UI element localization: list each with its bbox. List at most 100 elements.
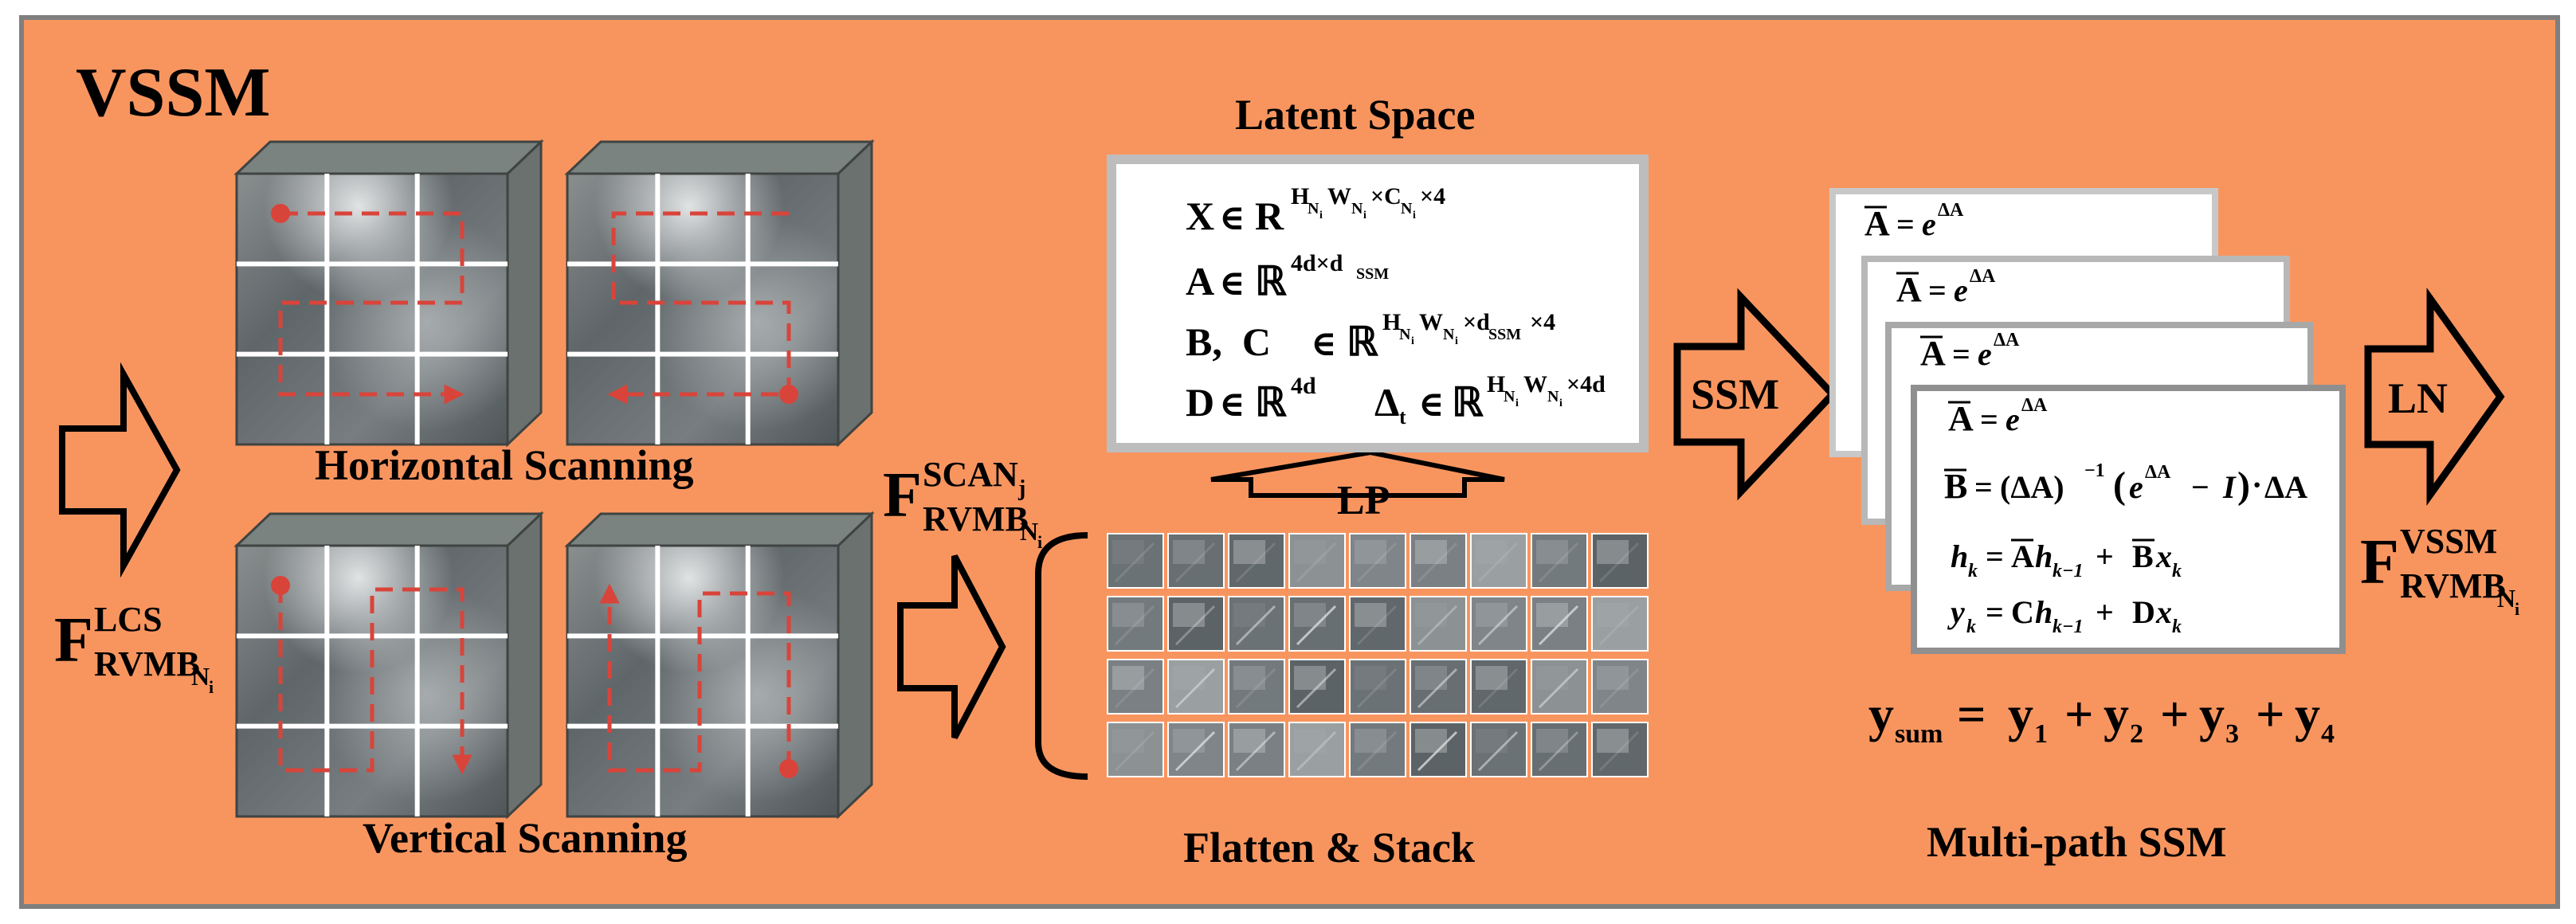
panel-title: VSSM — [76, 54, 271, 131]
svg-text:ℝ: ℝ — [1452, 380, 1484, 425]
image-patch — [1591, 596, 1649, 652]
svg-text:I: I — [2222, 469, 2237, 505]
svg-text:∈: ∈ — [1311, 324, 1337, 363]
svg-text:+: + — [2052, 686, 2106, 742]
svg-text:=: = — [1980, 401, 1998, 437]
svg-text:N: N — [191, 662, 210, 691]
svg-text:ℝ: ℝ — [1255, 259, 1287, 303]
svg-text:i: i — [1319, 209, 1323, 221]
image-patch — [1288, 533, 1346, 589]
svg-text:N: N — [2497, 584, 2515, 613]
svg-text:sum: sum — [1895, 719, 1943, 749]
svg-text:H: H — [1382, 309, 1401, 335]
scan-start-dot — [271, 576, 290, 595]
svg-text:i: i — [1515, 397, 1519, 409]
ssm-card-stack — [1829, 188, 2346, 654]
svg-text:RVMB: RVMB — [2400, 566, 2506, 605]
svg-text:B: B — [2132, 538, 2154, 574]
scan-to-stack-arrow — [897, 554, 1006, 739]
svg-text:×4: ×4 — [1530, 309, 1555, 335]
svg-text:B, C: B, C — [1186, 319, 1271, 364]
svg-text:N: N — [1399, 326, 1411, 343]
vertical-scan-cube-1 — [233, 511, 544, 820]
svg-text:h: h — [1951, 538, 1968, 574]
svg-text:k−1: k−1 — [2053, 617, 2084, 637]
image-patch — [1591, 533, 1649, 589]
svg-text:ΔA: ΔA — [1994, 330, 2020, 350]
svg-text:A: A — [1948, 399, 1974, 438]
lp-arrow — [1210, 449, 1505, 498]
svg-text:∈: ∈ — [1418, 385, 1445, 424]
scan-path — [278, 585, 472, 775]
ysum-equation: y sum = y 1 + y 2 + y 3 + y 4 — [1868, 686, 2335, 749]
svg-text:ℝ: ℝ — [1255, 380, 1287, 425]
latent-eq-bc: B, C ∈ ℝ H N i W N i ×d SSM ×4 — [1186, 309, 1555, 364]
svg-text:SSM: SSM — [1356, 265, 1389, 283]
svg-text:=: = — [1974, 469, 1993, 505]
svg-text:+: + — [2088, 538, 2122, 574]
latent-space-box — [1107, 155, 1649, 452]
svg-text:B: B — [1944, 467, 1967, 506]
svg-text:e: e — [1954, 272, 1968, 308]
image-patch — [1107, 596, 1164, 652]
svg-text:k: k — [1966, 617, 1976, 637]
svg-text:(ΔA): (ΔA) — [2000, 469, 2064, 505]
svg-text:N: N — [1401, 200, 1413, 217]
ssm-arrow — [1673, 288, 1838, 501]
svg-text:t: t — [1399, 405, 1406, 429]
svg-text:∈: ∈ — [1219, 385, 1245, 424]
svg-text:ΔA: ΔA — [2145, 462, 2171, 483]
svg-text:4: 4 — [2321, 719, 2335, 749]
svg-text:e: e — [2129, 469, 2143, 505]
svg-text:y: y — [2199, 686, 2225, 742]
svg-text:ΔA: ΔA — [1938, 200, 1964, 221]
svg-text:y: y — [2295, 686, 2320, 742]
svg-text:N: N — [1443, 326, 1455, 343]
svg-text:ℝ: ℝ — [1347, 319, 1378, 364]
svg-text:k: k — [2172, 561, 2182, 581]
image-patch — [1410, 533, 1467, 589]
svg-text:RVMB: RVMB — [923, 499, 1029, 538]
input-feature-label: F LCS RVMB N i — [54, 600, 214, 697]
stack-brace — [1035, 532, 1088, 780]
scan-start-dot — [779, 759, 798, 778]
eq-bbar: B = (ΔA) −1 ( e ΔA − I ) · ΔA — [1944, 460, 2307, 507]
svg-text:∈: ∈ — [1219, 264, 1245, 303]
svg-text:W: W — [1419, 309, 1443, 335]
svg-text:j: j — [1017, 476, 1025, 501]
svg-text:k: k — [2172, 617, 2182, 637]
ssm-card-4 — [1911, 385, 2346, 654]
scanning-cubes — [233, 139, 875, 820]
image-patch — [1591, 722, 1649, 777]
svg-text:1: 1 — [2034, 719, 2048, 749]
svg-text:4d×d: 4d×d — [1291, 250, 1343, 276]
svg-text:e: e — [1922, 206, 1936, 242]
svg-text:×4: ×4 — [1420, 183, 1445, 209]
svg-text:h: h — [2035, 594, 2053, 630]
image-patch — [1410, 596, 1467, 652]
svg-text:=: = — [1896, 206, 1915, 242]
latent-space-title: Latent Space — [1235, 91, 1475, 139]
svg-text:i: i — [1413, 209, 1416, 221]
input-arrow — [59, 362, 181, 578]
image-patch — [1591, 659, 1649, 715]
svg-text:=: = — [1986, 594, 2004, 630]
image-patch — [1349, 533, 1406, 589]
svg-text:×C: ×C — [1370, 183, 1402, 209]
flatten-stack-label: Flatten & Stack — [1183, 824, 1475, 871]
svg-text:W: W — [1327, 183, 1351, 209]
image-patch — [1107, 722, 1164, 777]
eq-hk: h k = A h k−1 + B x k — [1951, 538, 2182, 581]
ln-label: LN — [2388, 374, 2448, 422]
svg-text:F: F — [2360, 527, 2399, 597]
svg-text:y: y — [2008, 686, 2033, 742]
svg-text:A: A — [1186, 259, 1214, 303]
svg-text:e: e — [2006, 401, 2020, 437]
svg-text:W: W — [1523, 371, 1547, 397]
image-patch — [1167, 533, 1225, 589]
svg-text:e: e — [1978, 336, 1992, 372]
svg-text:VSSM: VSSM — [2400, 522, 2497, 561]
svg-text:D: D — [1186, 380, 1214, 425]
svg-text:N: N — [1547, 388, 1559, 405]
svg-text:A: A — [2011, 538, 2034, 574]
